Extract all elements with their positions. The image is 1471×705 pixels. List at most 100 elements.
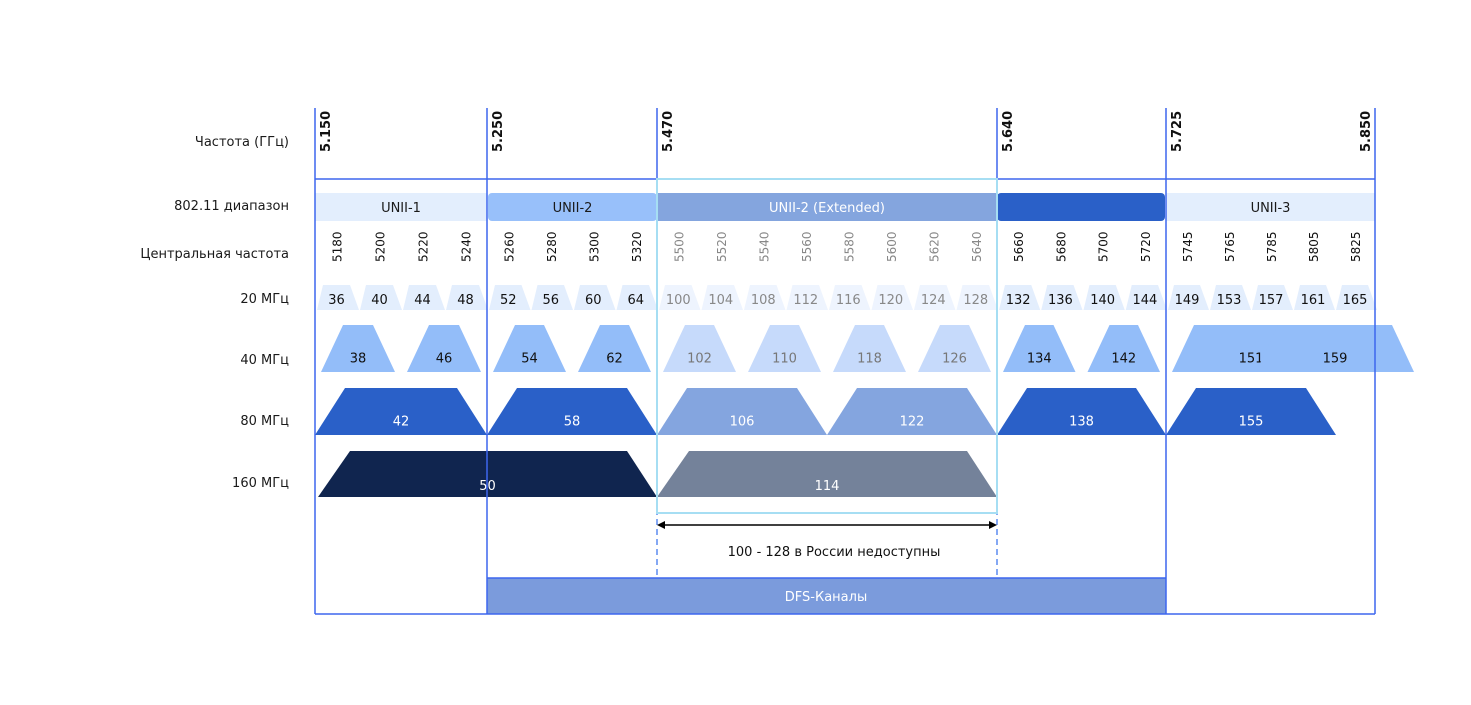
channel-20mhz-label: 36 (328, 293, 345, 308)
center-frequency-label: 5180 (331, 231, 345, 262)
channel-40mhz-shape (663, 325, 736, 372)
channel-20mhz-shape (616, 285, 658, 310)
row-label-w160: 160 МГц (232, 476, 289, 491)
channel-20mhz-shape (1083, 285, 1125, 310)
center-frequency-label: 5720 (1139, 231, 1153, 262)
center-frequency-label: 5620 (927, 231, 941, 262)
channel-40mhz-shape (1003, 325, 1076, 372)
channel-40mhz-shape (1087, 325, 1160, 372)
channel-20mhz-shape (1252, 285, 1293, 310)
channel-40mhz-shape (578, 325, 651, 372)
channel-80mhz-label: 122 (900, 415, 925, 430)
row-label-w80: 80 МГц (240, 414, 289, 429)
band-label: UNII-3 (1251, 201, 1291, 216)
frequency-label: 5.150 (319, 111, 334, 152)
band-bar-2 (657, 193, 997, 221)
band-bar-4 (1166, 193, 1375, 221)
center-frequency-label: 5640 (970, 231, 984, 262)
channel-80mhz-label: 138 (1069, 415, 1094, 430)
channel-20mhz-shape (489, 285, 531, 310)
channel-20mhz-label: 104 (708, 293, 733, 308)
channel-20mhz-label: 165 (1343, 293, 1368, 308)
channel-20mhz-label: 136 (1048, 293, 1073, 308)
center-frequency-label: 5580 (842, 231, 856, 262)
channel-20mhz-label: 144 (1132, 293, 1157, 308)
channel-20mhz-label: 128 (963, 293, 988, 308)
center-frequency-label: 5220 (417, 231, 431, 262)
center-frequency-label: 5320 (630, 231, 644, 262)
center-frequency-label: 5200 (374, 231, 388, 262)
channel-20mhz-label: 153 (1217, 293, 1242, 308)
row-label-band: 802.11 диапазон (174, 199, 289, 214)
channel-40mhz-shape (748, 325, 821, 372)
channel-20mhz-shape (403, 285, 445, 310)
row-label-w40: 40 МГц (240, 353, 289, 368)
channel-20mhz-shape (914, 285, 956, 310)
row-label-frequency: Частота (ГГц) (195, 135, 289, 150)
frequency-label: 5.640 (1001, 111, 1016, 152)
center-frequency-label: 5540 (757, 231, 771, 262)
channel-20mhz-shape (786, 285, 828, 310)
channel-20mhz-shape (1294, 285, 1335, 310)
arrow-head-left-icon (657, 521, 665, 529)
center-frequency-label: 5745 (1181, 231, 1195, 262)
frequency-label: 5.850 (1359, 111, 1374, 152)
channel-40mhz-label: 102 (687, 352, 712, 367)
channel-20mhz-label: 64 (627, 293, 644, 308)
channel-20mhz-shape (1336, 285, 1377, 310)
row-label-center: Центральная частота (140, 247, 289, 262)
arrow-head-right-icon (989, 521, 997, 529)
center-frequency-label: 5500 (672, 231, 686, 262)
channel-20mhz-shape (956, 285, 998, 310)
frequency-label: 5.725 (1170, 111, 1185, 152)
band-bar-0 (315, 193, 487, 221)
restricted-note: 100 - 128 в России недоступны (728, 545, 941, 560)
channel-80mhz-label: 106 (730, 415, 755, 430)
channel-40mhz-label: 110 (772, 352, 797, 367)
channel-20mhz-shape (829, 285, 871, 310)
channel-40mhz-shape (493, 325, 566, 372)
channel-80mhz-label: 155 (1239, 415, 1264, 430)
channel-20mhz-shape (1168, 285, 1209, 310)
channel-20mhz-label: 140 (1090, 293, 1115, 308)
channel-80mhz-shape (1166, 388, 1336, 435)
center-frequency-label: 5805 (1307, 231, 1321, 262)
channel-20mhz-shape (1125, 285, 1167, 310)
channel-40mhz-label: 126 (942, 352, 967, 367)
channel-40mhz-label: 142 (1111, 352, 1136, 367)
channel-20mhz-label: 149 (1175, 293, 1200, 308)
center-frequency-label: 5680 (1054, 231, 1068, 262)
channel-20mhz-shape (446, 285, 488, 310)
channel-40mhz-label: 38 (350, 352, 367, 367)
center-frequency-label: 5240 (460, 231, 474, 262)
center-frequency-label: 5300 (587, 231, 601, 262)
center-frequency-label: 5785 (1265, 231, 1279, 262)
row-label-w20: 20 МГц (240, 292, 289, 307)
dfs-channels-bar (487, 578, 1166, 614)
channel-20mhz-shape (999, 285, 1041, 310)
channel-40mhz-shape (833, 325, 906, 372)
channel-40mhz-label: 134 (1027, 352, 1052, 367)
channel-20mhz-label: 44 (414, 293, 431, 308)
center-frequency-label: 5260 (502, 231, 516, 262)
band-bar-3 (997, 193, 1165, 221)
channel-20mhz-shape (531, 285, 573, 310)
center-frequency-label: 5660 (1012, 231, 1026, 262)
frequency-label: 5.250 (491, 111, 506, 152)
channel-40mhz-label: 62 (606, 352, 623, 367)
channel-20mhz-label: 56 (542, 293, 559, 308)
channel-20mhz-label: 52 (500, 293, 517, 308)
band-label: UNII-1 (381, 201, 421, 216)
channel-160mhz-shape (657, 451, 997, 497)
channel-20mhz-shape (1210, 285, 1251, 310)
channel-20mhz-label: 132 (1006, 293, 1031, 308)
band-label: UNII-2 (Extended) (769, 201, 885, 216)
channel-20mhz-label: 161 (1301, 293, 1326, 308)
center-frequency-label: 5280 (545, 231, 559, 262)
channel-20mhz-shape (317, 285, 359, 310)
channel-20mhz-shape (659, 285, 701, 310)
channel-80mhz-shape (657, 388, 827, 435)
channel-40mhz-shape (321, 325, 395, 372)
